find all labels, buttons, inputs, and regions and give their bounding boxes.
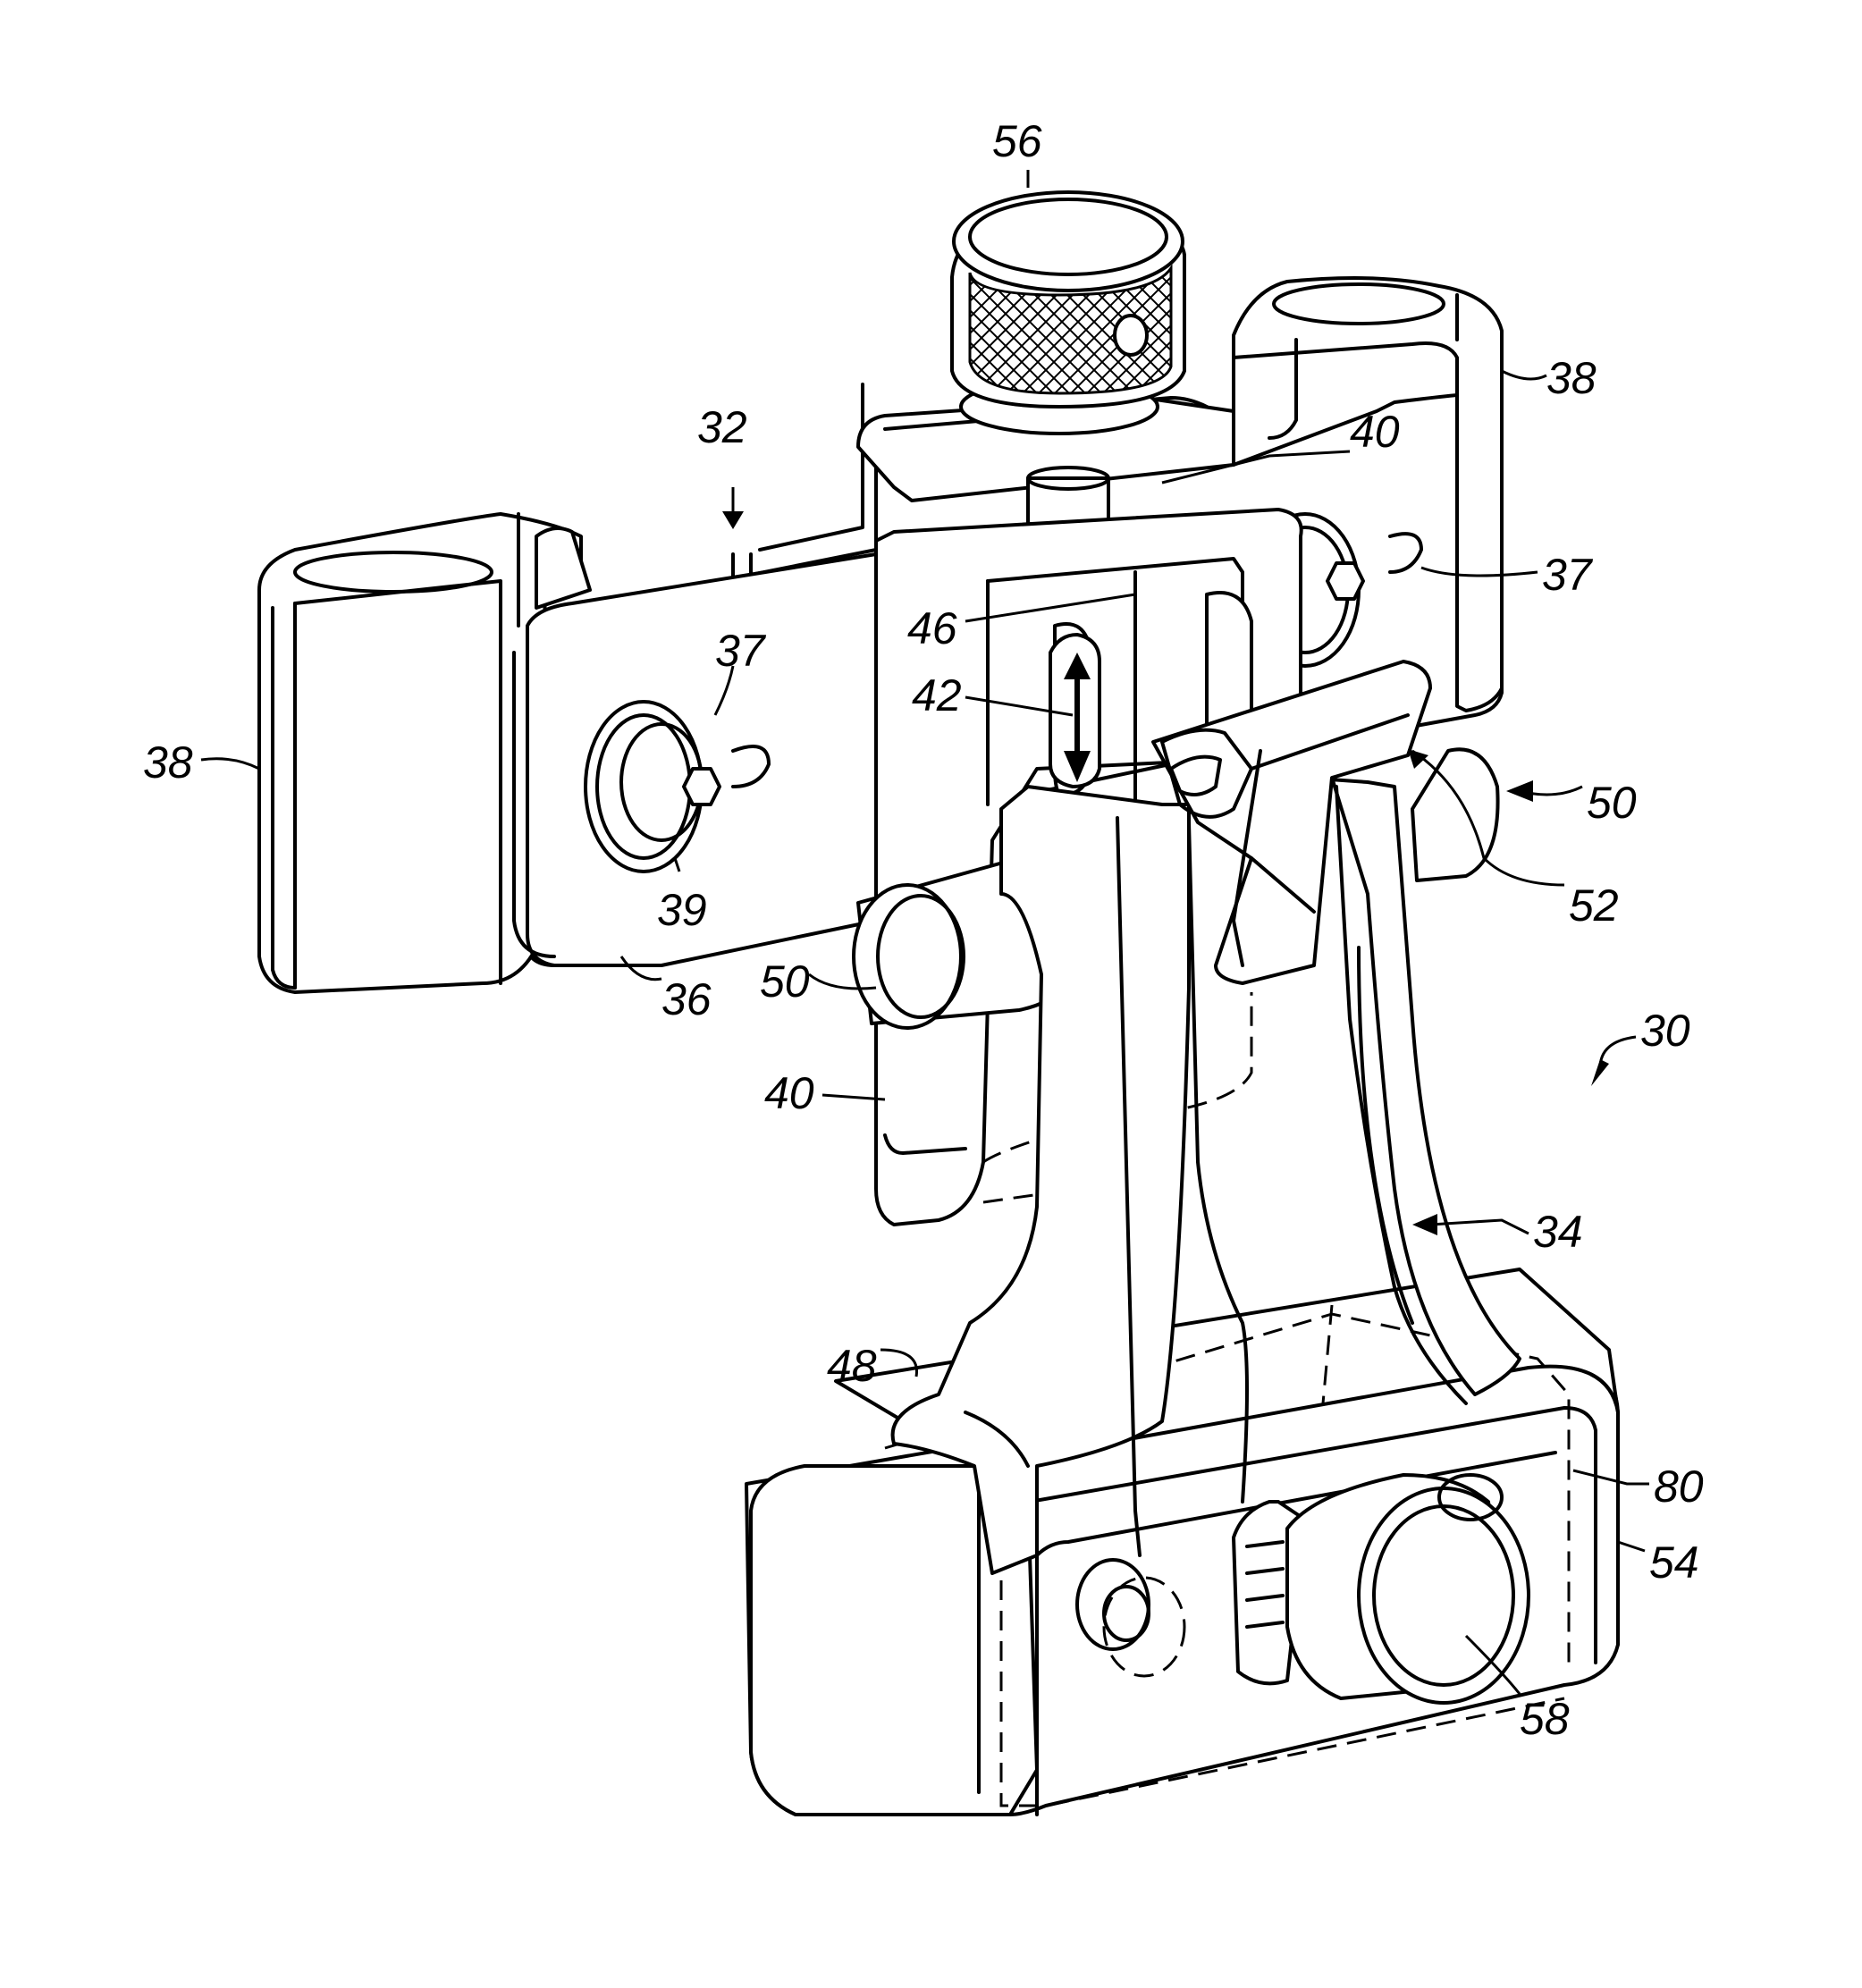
ref-36: 36 [661, 974, 712, 1024]
ref-80: 80 [1654, 1462, 1704, 1512]
ref-38-right: 38 [1546, 353, 1597, 403]
ref-37-left: 37 [715, 626, 767, 676]
ref-50-right: 50 [1587, 778, 1637, 828]
ref-30: 30 [1640, 1006, 1690, 1056]
ref-39: 39 [657, 885, 707, 935]
slot-arrow [1050, 635, 1100, 787]
ref-52: 52 [1569, 880, 1619, 931]
ref-42: 42 [912, 670, 962, 720]
ref-58: 58 [1520, 1694, 1570, 1744]
ref-46: 46 [907, 603, 957, 653]
ref-48: 48 [827, 1341, 877, 1391]
ref-50-left: 50 [760, 956, 810, 1007]
ref-32: 32 [697, 402, 747, 452]
ref-54: 54 [1649, 1537, 1699, 1588]
ref-34: 34 [1533, 1207, 1583, 1257]
ref-40-lower: 40 [764, 1068, 814, 1118]
ref-38-left: 38 [143, 737, 193, 788]
ref-40-top: 40 [1350, 407, 1400, 457]
ref-37-right: 37 [1542, 550, 1594, 600]
ref-56: 56 [992, 116, 1042, 166]
